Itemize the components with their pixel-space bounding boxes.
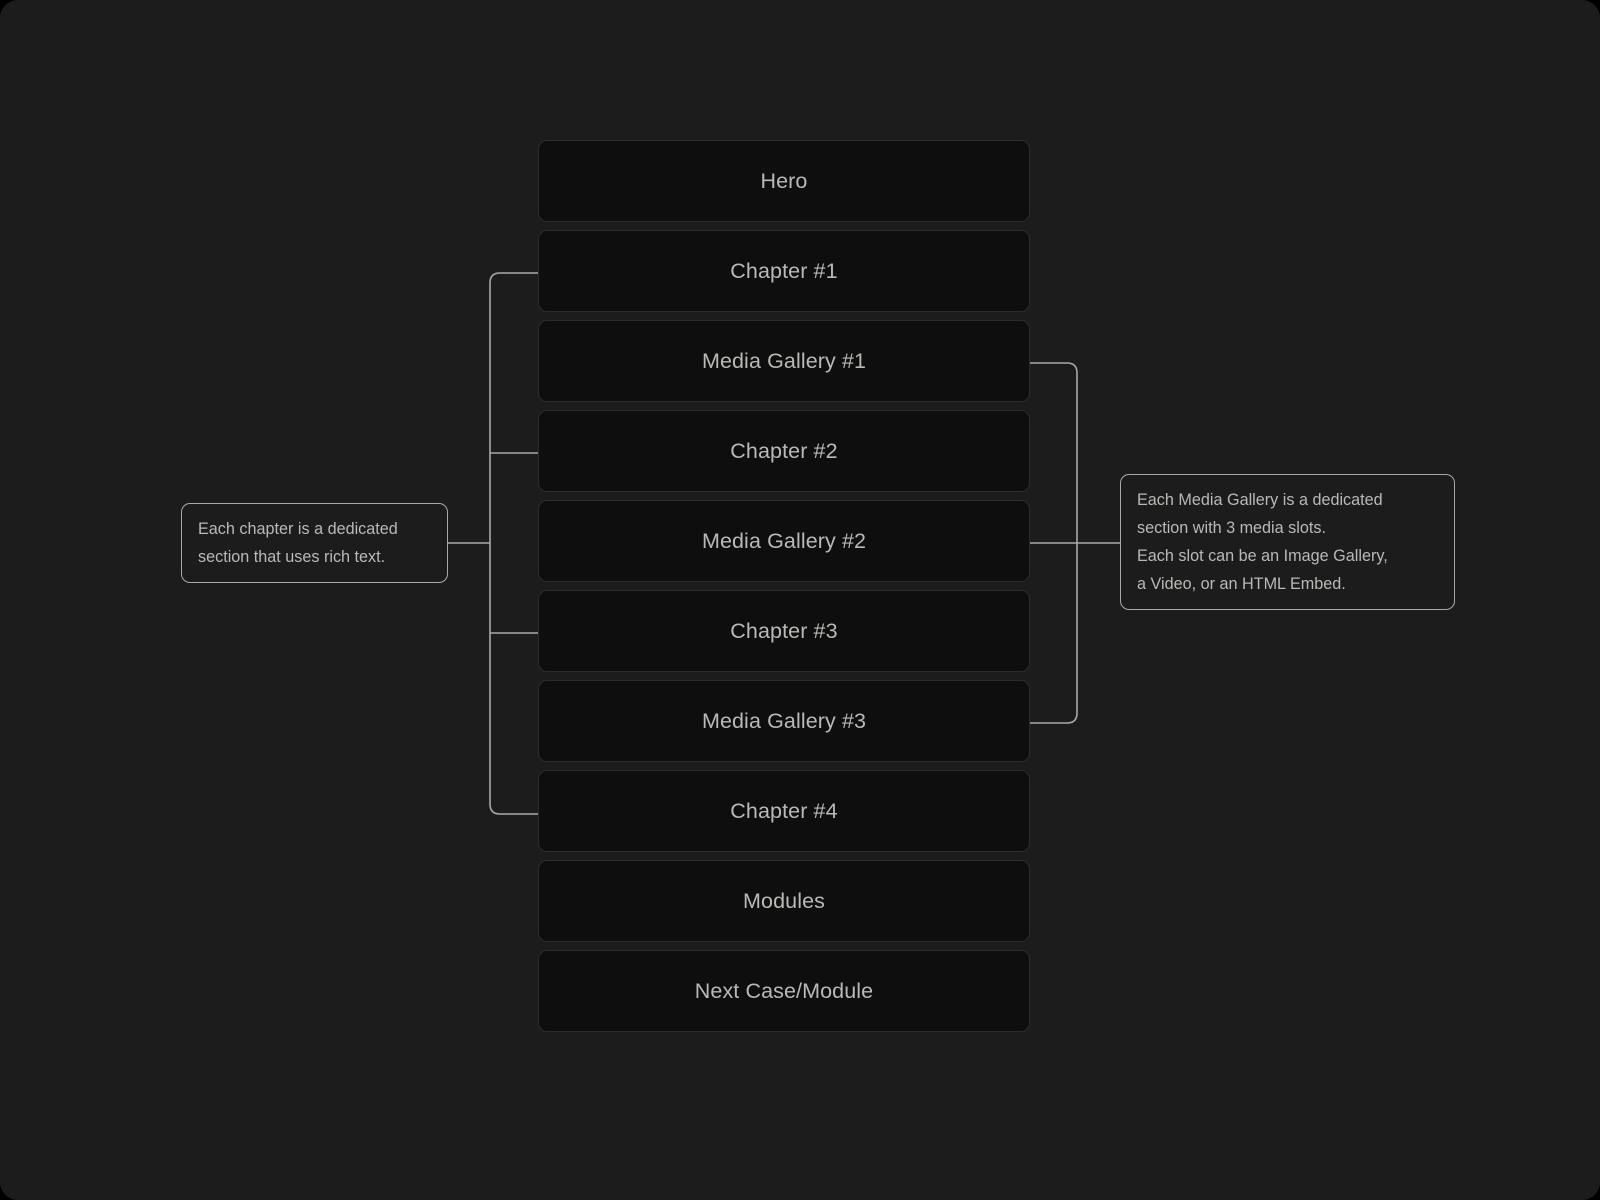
node-label: Chapter #1	[730, 258, 838, 283]
node-media-gallery-1[interactable]: Media Gallery #1	[538, 320, 1030, 402]
node-label: Chapter #2	[730, 438, 838, 463]
annotation-media-gallery-note: Each Media Gallery is a dedicated sectio…	[1120, 474, 1455, 610]
left-bracket-path	[489, 272, 538, 815]
node-chapter-2[interactable]: Chapter #2	[538, 410, 1030, 492]
node-chapter-4[interactable]: Chapter #4	[538, 770, 1030, 852]
annotation-text-line: Each Media Gallery is a dedicated	[1137, 491, 1383, 509]
node-label: Next Case/Module	[694, 978, 874, 1003]
right-bracket-path	[1030, 362, 1078, 724]
annotation-text-line: section with 3 media slots.	[1137, 519, 1326, 537]
annotation-text-line: Each slot can be an Image Gallery,	[1137, 547, 1388, 565]
annotation-chapter-note: Each chapter is a dedicated section that…	[181, 503, 448, 583]
node-label: Media Gallery #1	[701, 348, 867, 373]
node-label: Media Gallery #3	[701, 708, 867, 733]
node-label: Chapter #3	[730, 618, 838, 643]
node-hero[interactable]: Hero	[538, 140, 1030, 222]
annotation-text-line: a Video, or an HTML Embed.	[1137, 575, 1346, 593]
annotation-text-line: section that uses rich text.	[198, 548, 386, 566]
node-label: Hero	[760, 168, 808, 193]
node-next-case-module[interactable]: Next Case/Module	[538, 950, 1030, 1032]
node-chapter-3[interactable]: Chapter #3	[538, 590, 1030, 672]
annotation-text-line: Each chapter is a dedicated	[198, 520, 398, 538]
node-media-gallery-2[interactable]: Media Gallery #2	[538, 500, 1030, 582]
node-label: Modules	[743, 888, 825, 913]
node-label: Chapter #4	[730, 798, 838, 823]
node-media-gallery-3[interactable]: Media Gallery #3	[538, 680, 1030, 762]
node-label: Media Gallery #2	[701, 528, 867, 553]
node-modules[interactable]: Modules	[538, 860, 1030, 942]
node-chapter-1[interactable]: Chapter #1	[538, 230, 1030, 312]
node-stack: Hero Chapter #1 Media Gallery #1 Chapter…	[538, 140, 1030, 1032]
